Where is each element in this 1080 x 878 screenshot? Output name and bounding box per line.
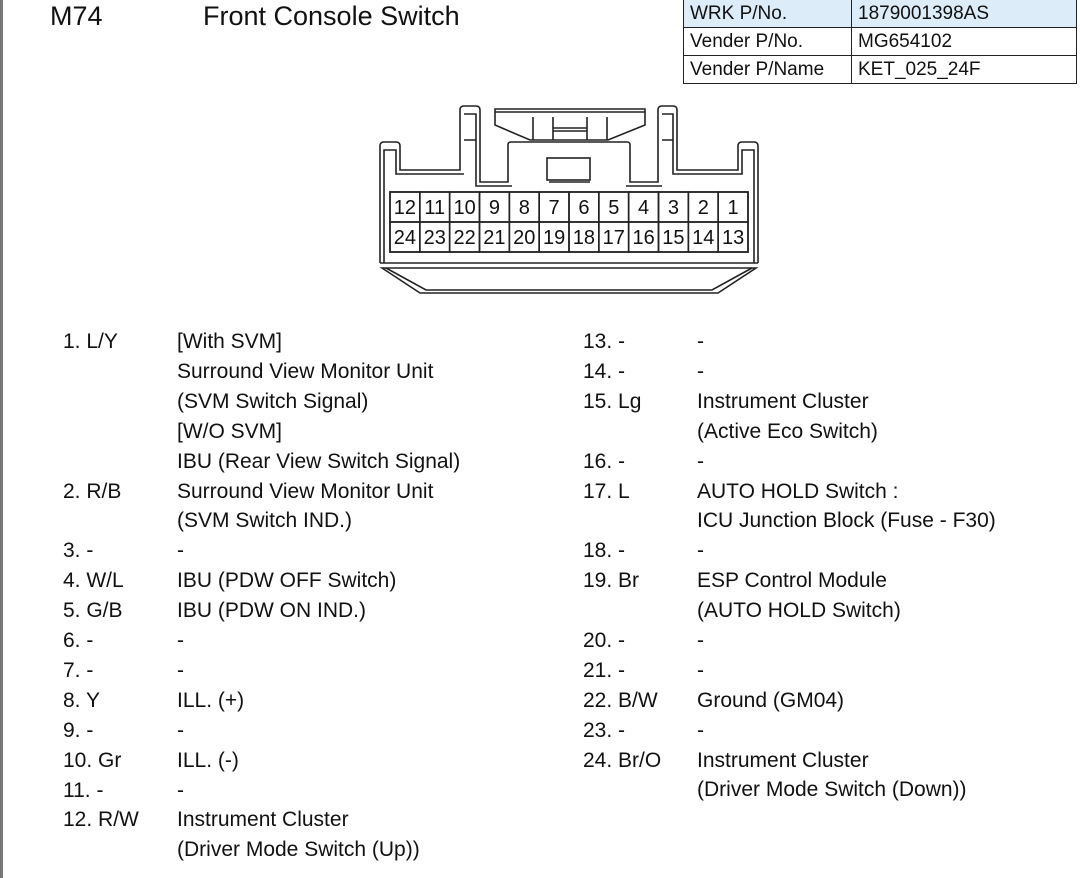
pin-description: ILL. (-) — [177, 748, 239, 772]
pin-description: - — [697, 718, 704, 742]
pin-description: ICU Junction Block (Fuse - F30) — [697, 509, 996, 533]
pin-description: - — [697, 330, 704, 353]
pin-number: 10 — [453, 197, 475, 219]
pin-wire-color: 16. - — [583, 449, 626, 473]
pin-wire-color: 11. - — [63, 778, 104, 802]
pin-number: 12 — [394, 197, 416, 219]
pin-description: - — [697, 629, 704, 652]
pin-description: Instrument Cluster — [177, 808, 349, 832]
pin-number: 4 — [638, 197, 649, 219]
page-border — [0, 0, 3, 878]
pin-wire-color: 22. B/W — [583, 688, 658, 712]
pin-description: Ground (GM04) — [697, 688, 845, 712]
pin-number: 20 — [513, 227, 535, 249]
pin-wire-color: 5. G/B — [63, 599, 123, 623]
pin-number: 24 — [394, 227, 416, 249]
parts-table: WRK P/No.1879001398AS Vender P/No.MG6541… — [683, 0, 1077, 84]
pin-description: (SVM Switch Signal) — [177, 389, 369, 413]
pin-number: 18 — [573, 227, 595, 249]
pin-number: 21 — [483, 227, 505, 249]
part-value: KET_025_24F — [851, 55, 1077, 84]
pin-number: 3 — [668, 197, 679, 219]
pin-wire-color: 10. Gr — [63, 748, 122, 772]
pin-number: 23 — [424, 227, 446, 249]
pin-description: (Active Eco Switch) — [697, 419, 878, 443]
pin-number: 16 — [632, 227, 654, 249]
pin-number: 11 — [424, 197, 445, 219]
pin-number: 8 — [519, 197, 530, 219]
pin-number: 17 — [603, 227, 625, 249]
pin-description: ILL. (+) — [177, 688, 245, 712]
pin-number: 1 — [728, 197, 739, 219]
pin-description: Instrument Cluster — [697, 748, 869, 772]
pin-wire-color: 1. L/Y — [63, 330, 118, 353]
pin-number: 9 — [489, 197, 500, 219]
pin-wire-color: 2. R/B — [63, 479, 122, 503]
pin-number: 6 — [578, 197, 589, 219]
pin-wire-color: 12. R/W — [63, 808, 139, 832]
part-label: Vender P/No. — [683, 27, 852, 56]
pin-description: IBU (PDW OFF Switch) — [177, 569, 397, 593]
pin-number: 19 — [543, 227, 565, 249]
connector-code: M74 — [50, 1, 103, 31]
pin-wire-color: 19. Br — [583, 569, 640, 593]
pin-description: - — [697, 449, 704, 473]
pin-number: 22 — [453, 227, 475, 249]
pin-description: - — [697, 359, 704, 383]
pin-description: - — [177, 718, 184, 742]
part-value: MG654102 — [851, 27, 1077, 56]
pin-wire-color: 24. Br/O — [583, 748, 662, 772]
pin-description: Surround View Monitor Unit — [177, 359, 434, 383]
connector-title: Front Console Switch — [203, 1, 460, 31]
pin-description: [With SVM] — [177, 330, 283, 353]
pin-description: IBU (PDW ON IND.) — [177, 599, 366, 623]
part-label: Vender P/Name — [683, 55, 852, 84]
pin-wire-color: 4. W/L — [63, 569, 124, 593]
pin-wire-color: 13. - — [583, 330, 626, 353]
pin-wire-color: 8. Y — [63, 688, 100, 712]
pin-cavity — [717, 221, 749, 253]
pin-wire-color: 6. - — [63, 629, 94, 652]
pin-wire-color: 3. - — [63, 539, 94, 563]
table-row: WRK P/No.1879001398AS — [683, 0, 1077, 28]
part-value: 1879001398AS — [851, 0, 1077, 28]
pin-description: - — [177, 539, 184, 563]
table-row: Vender P/No.MG654102 — [683, 27, 1077, 56]
pin-wire-color: 9. - — [63, 718, 94, 742]
pin-description: AUTO HOLD Switch : — [697, 479, 899, 503]
pin-description: - — [177, 658, 184, 682]
pin-description: - — [697, 658, 704, 682]
pin-number: 5 — [608, 197, 619, 219]
pin-description: Surround View Monitor Unit — [177, 479, 434, 503]
pin-wire-color: 7. - — [63, 658, 94, 682]
pin-description: (SVM Switch IND.) — [177, 509, 353, 533]
pin-description: [W/O SVM] — [177, 419, 282, 443]
pin-number: 15 — [662, 227, 684, 249]
pin-wire-color: 23. - — [583, 718, 626, 742]
pin-description: IBU (Rear View Switch Signal) — [177, 449, 461, 473]
pin-wire-color: 21. - — [583, 658, 626, 682]
pin-description: - — [697, 539, 704, 563]
pin-wire-color: 18. - — [583, 539, 626, 563]
pin-description: - — [177, 778, 184, 802]
pin-number: 13 — [722, 227, 744, 249]
pin-number: 14 — [692, 227, 714, 249]
pin-wire-color: 20. - — [583, 629, 626, 652]
pin-number: 2 — [698, 197, 709, 219]
pin-description: Instrument Cluster — [697, 389, 869, 413]
pin-description: - — [177, 629, 184, 652]
pin-wire-color: 15. Lg — [583, 389, 642, 413]
pin-description: ESP Control Module — [697, 569, 887, 593]
pin-description: (Driver Mode Switch (Down)) — [697, 778, 967, 802]
pin-description: (Driver Mode Switch (Up)) — [177, 838, 420, 862]
pin-wire-color: 14. - — [583, 359, 626, 383]
pin-wire-color: 17. L — [583, 479, 630, 503]
pin-description: (AUTO HOLD Switch) — [697, 599, 901, 623]
pin-number: 7 — [549, 197, 560, 219]
